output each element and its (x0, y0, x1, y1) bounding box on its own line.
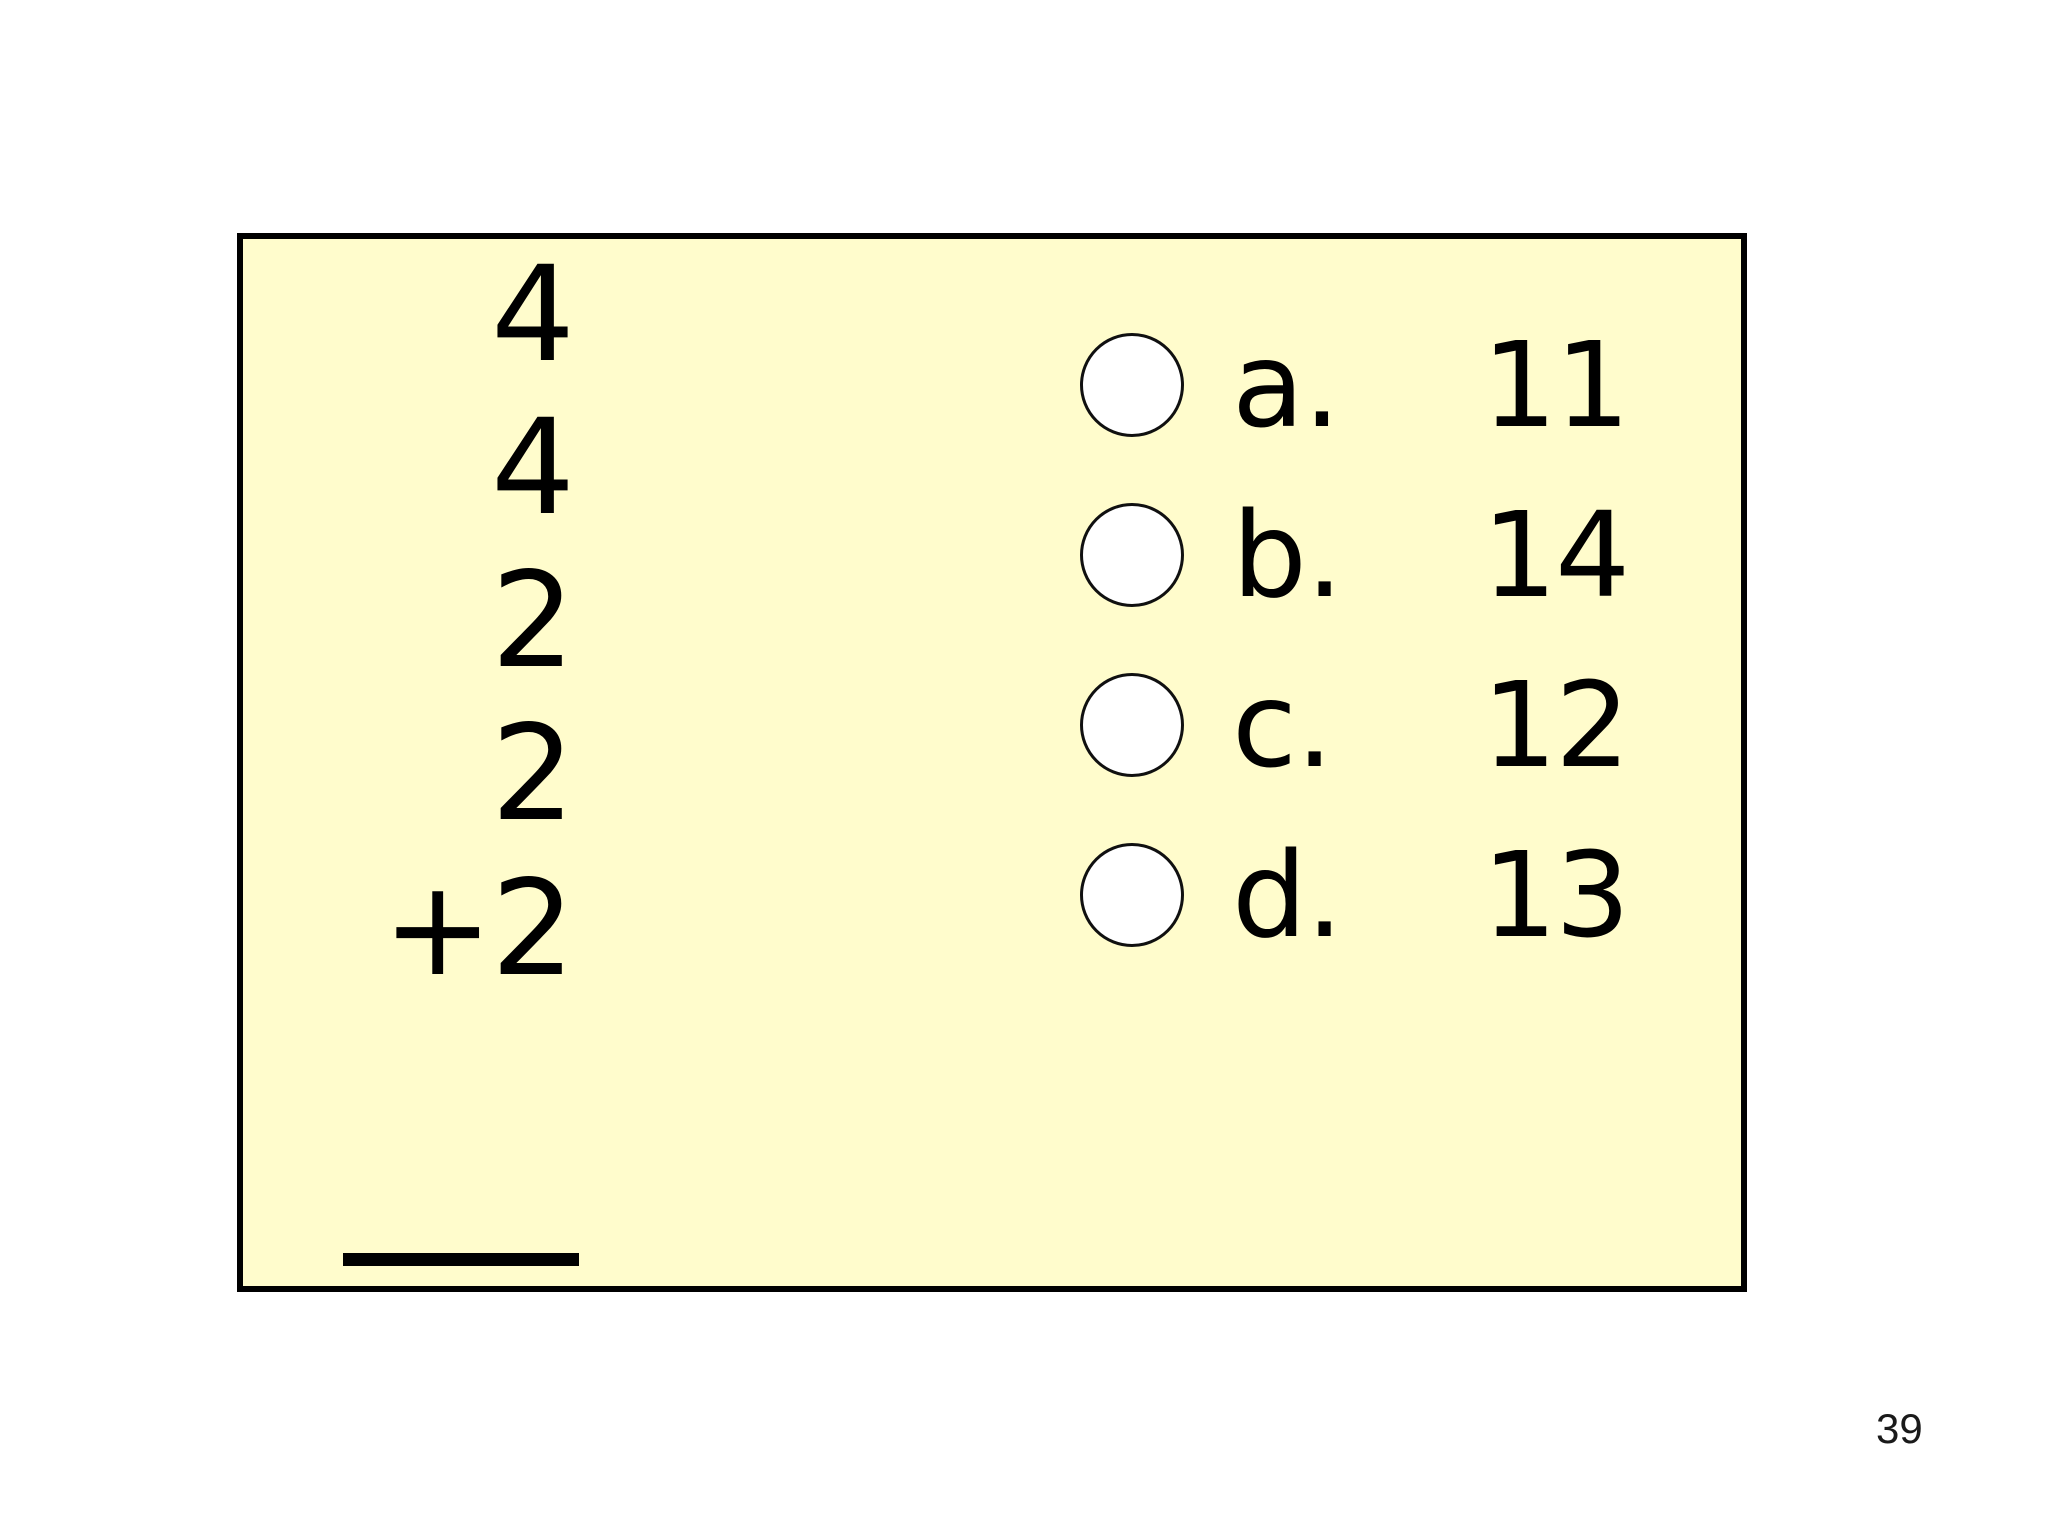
radio-button-icon-b[interactable] (1080, 503, 1184, 607)
answer-value-b: 14 (1482, 486, 1630, 624)
answer-option-c[interactable]: c. 12 (1080, 650, 1720, 800)
addition-problem: 4 4 2 2 +2 (243, 239, 663, 1284)
addend-row: 4 (491, 238, 575, 392)
answer-value-a: 11 (1482, 316, 1630, 454)
answer-letter-d: d. (1232, 826, 1343, 964)
answer-value-c: 12 (1482, 656, 1630, 794)
addend-row: 4 (491, 391, 575, 545)
radio-button-icon-c[interactable] (1080, 673, 1184, 777)
slide-panel: 4 4 2 2 +2 a. 11 b. 14 c. 12 d. 13 (237, 233, 1747, 1292)
answer-letter-a: a. (1232, 316, 1341, 454)
answer-option-a[interactable]: a. 11 (1080, 310, 1720, 460)
answer-value-d: 13 (1482, 826, 1630, 964)
addend-row-with-operator: +2 (382, 852, 575, 1006)
addend-row: 2 (491, 544, 575, 698)
radio-button-icon-a[interactable] (1080, 333, 1184, 437)
addend-row: 2 (491, 697, 575, 851)
answer-letter-b: b. (1232, 486, 1343, 624)
answer-option-d[interactable]: d. 13 (1080, 820, 1720, 970)
answer-letter-c: c. (1232, 656, 1333, 794)
page-number: 39 (1876, 1405, 1923, 1452)
radio-button-icon-d[interactable] (1080, 843, 1184, 947)
answer-option-b[interactable]: b. 14 (1080, 480, 1720, 630)
answer-choice-list: a. 11 b. 14 c. 12 d. 13 (1080, 284, 1720, 1244)
sum-rule-line (343, 1253, 579, 1266)
